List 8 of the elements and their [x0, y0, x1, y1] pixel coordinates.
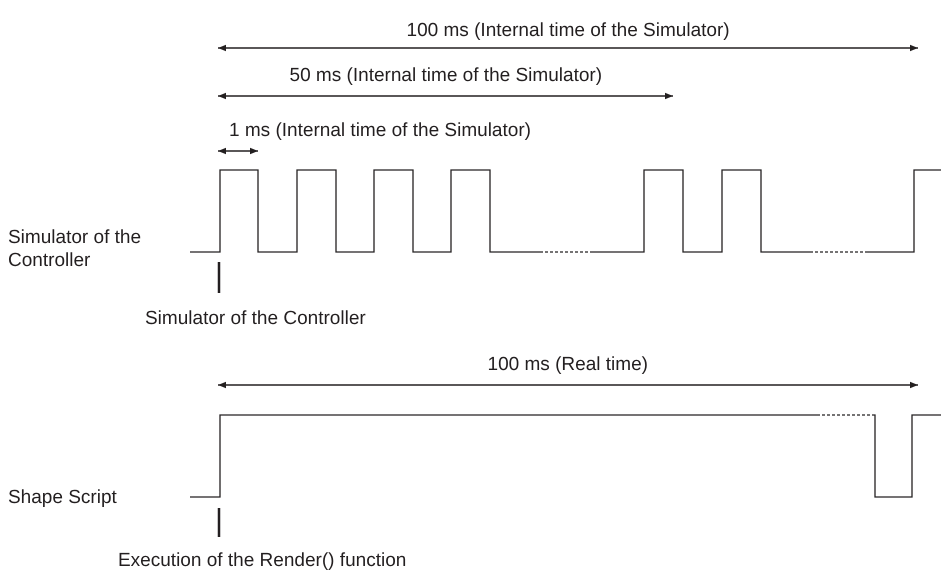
dimension-label: 100 ms (Internal time of the Simulator)	[406, 19, 730, 42]
signal-name: Simulator of the Controller	[8, 226, 142, 272]
signal-name: Shape Script	[8, 486, 117, 509]
dimension-label: 50 ms (Internal time of the Simulator)	[290, 64, 602, 87]
dimension-label: 1 ms (Internal time of the Simulator)	[229, 119, 531, 142]
dimension-label: 100 ms (Real time)	[488, 353, 648, 376]
timing-label: Execution of the Render() function	[118, 549, 406, 572]
timing-label: Simulator of the Controller	[145, 307, 366, 330]
